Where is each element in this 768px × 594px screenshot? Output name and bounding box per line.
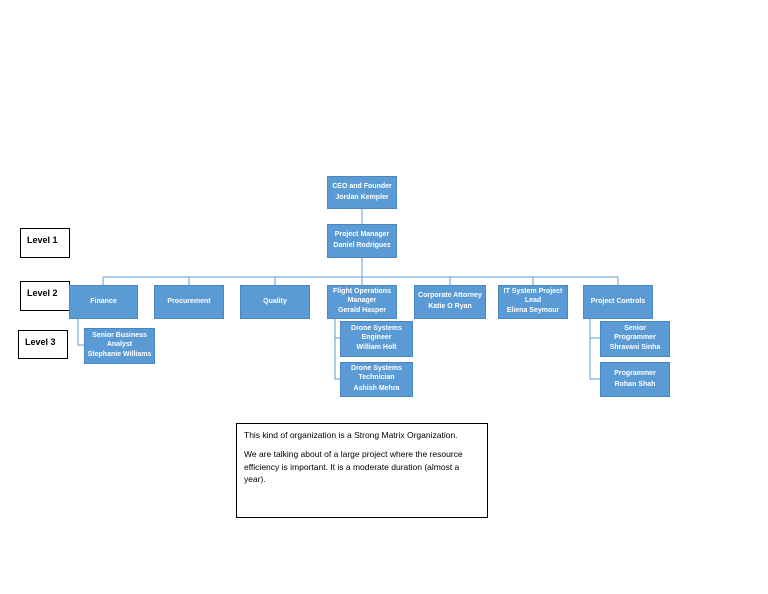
node-senior-business-analyst: Senior Business Analyst Stephanie Willia… [84, 328, 155, 364]
note-paragraph-2: We are talking about of a large project … [244, 448, 463, 485]
node-person: Katie O Ryan [428, 303, 472, 310]
node-role: Senior Programmer [614, 324, 656, 341]
node-flight-operations: Flight Operations Manager Gerald Hasper [327, 285, 397, 319]
node-person: Daniel Rodriguez [333, 242, 391, 249]
node-person: William Holt [356, 344, 397, 352]
node-drone-systems-engineer: Drone Systems Engineer William Holt [340, 321, 413, 357]
node-role: Drone Systems Engineer [351, 324, 402, 341]
node-role: Programmer [614, 369, 656, 377]
node-finance: Finance [69, 285, 138, 319]
node-role: Procurement [167, 297, 211, 305]
node-role: Project Controls [590, 297, 646, 305]
node-role: Finance [90, 297, 117, 305]
node-role: IT System Project Lead [503, 287, 563, 304]
node-person: Rohan Shah [614, 380, 656, 388]
node-role: CEO and Founder [332, 182, 392, 190]
node-ceo: CEO and Founder Jordan Kempler [327, 176, 397, 209]
node-role: Drone Systems Technician [351, 365, 402, 382]
node-programmer: Programmer Rohan Shah [600, 362, 670, 397]
node-role: Quality [263, 297, 287, 305]
connector-flight-ops-technician [334, 338, 340, 380]
node-role: Flight Operations Manager [333, 287, 391, 304]
node-role: Senior Business Analyst [92, 331, 147, 348]
node-role: Corporate Attorney [418, 292, 482, 300]
node-person: Gerald Hasper [338, 307, 386, 315]
node-person: Stephanie Williams [87, 351, 152, 359]
node-project-controls: Project Controls [583, 285, 653, 319]
node-person: Jordan Kempler [335, 193, 389, 201]
connector-finance-analyst [77, 319, 84, 346]
level-1-label: Level 1 [20, 228, 70, 258]
note-paragraph-1: This kind of organization is a Strong Ma… [244, 430, 458, 440]
node-senior-programmer: Senior Programmer Shravani Sinha [600, 321, 670, 357]
node-role: Project Manager [334, 231, 390, 239]
level-2-label: Level 2 [20, 281, 70, 311]
node-person: Eliena Seymour [506, 307, 560, 315]
connector-controls-programmer [589, 338, 600, 380]
node-drone-systems-technician: Drone Systems Technician Ashish Mehra [340, 362, 413, 397]
level-3-label: Level 3 [18, 330, 68, 359]
node-corporate-attorney: Corporate Attorney Katie O Ryan [414, 285, 486, 319]
connector-controls-sr-programmer [589, 319, 600, 339]
note-box: This kind of organization is a Strong Ma… [236, 423, 488, 518]
node-person: Shravani Sinha [609, 344, 661, 352]
node-person: Ashish Mehra [353, 384, 400, 392]
node-procurement: Procurement [154, 285, 224, 319]
node-quality: Quality [240, 285, 310, 319]
node-project-manager: Project Manager Daniel Rodriguez [327, 224, 397, 258]
node-it-system-lead: IT System Project Lead Eliena Seymour [498, 285, 568, 319]
